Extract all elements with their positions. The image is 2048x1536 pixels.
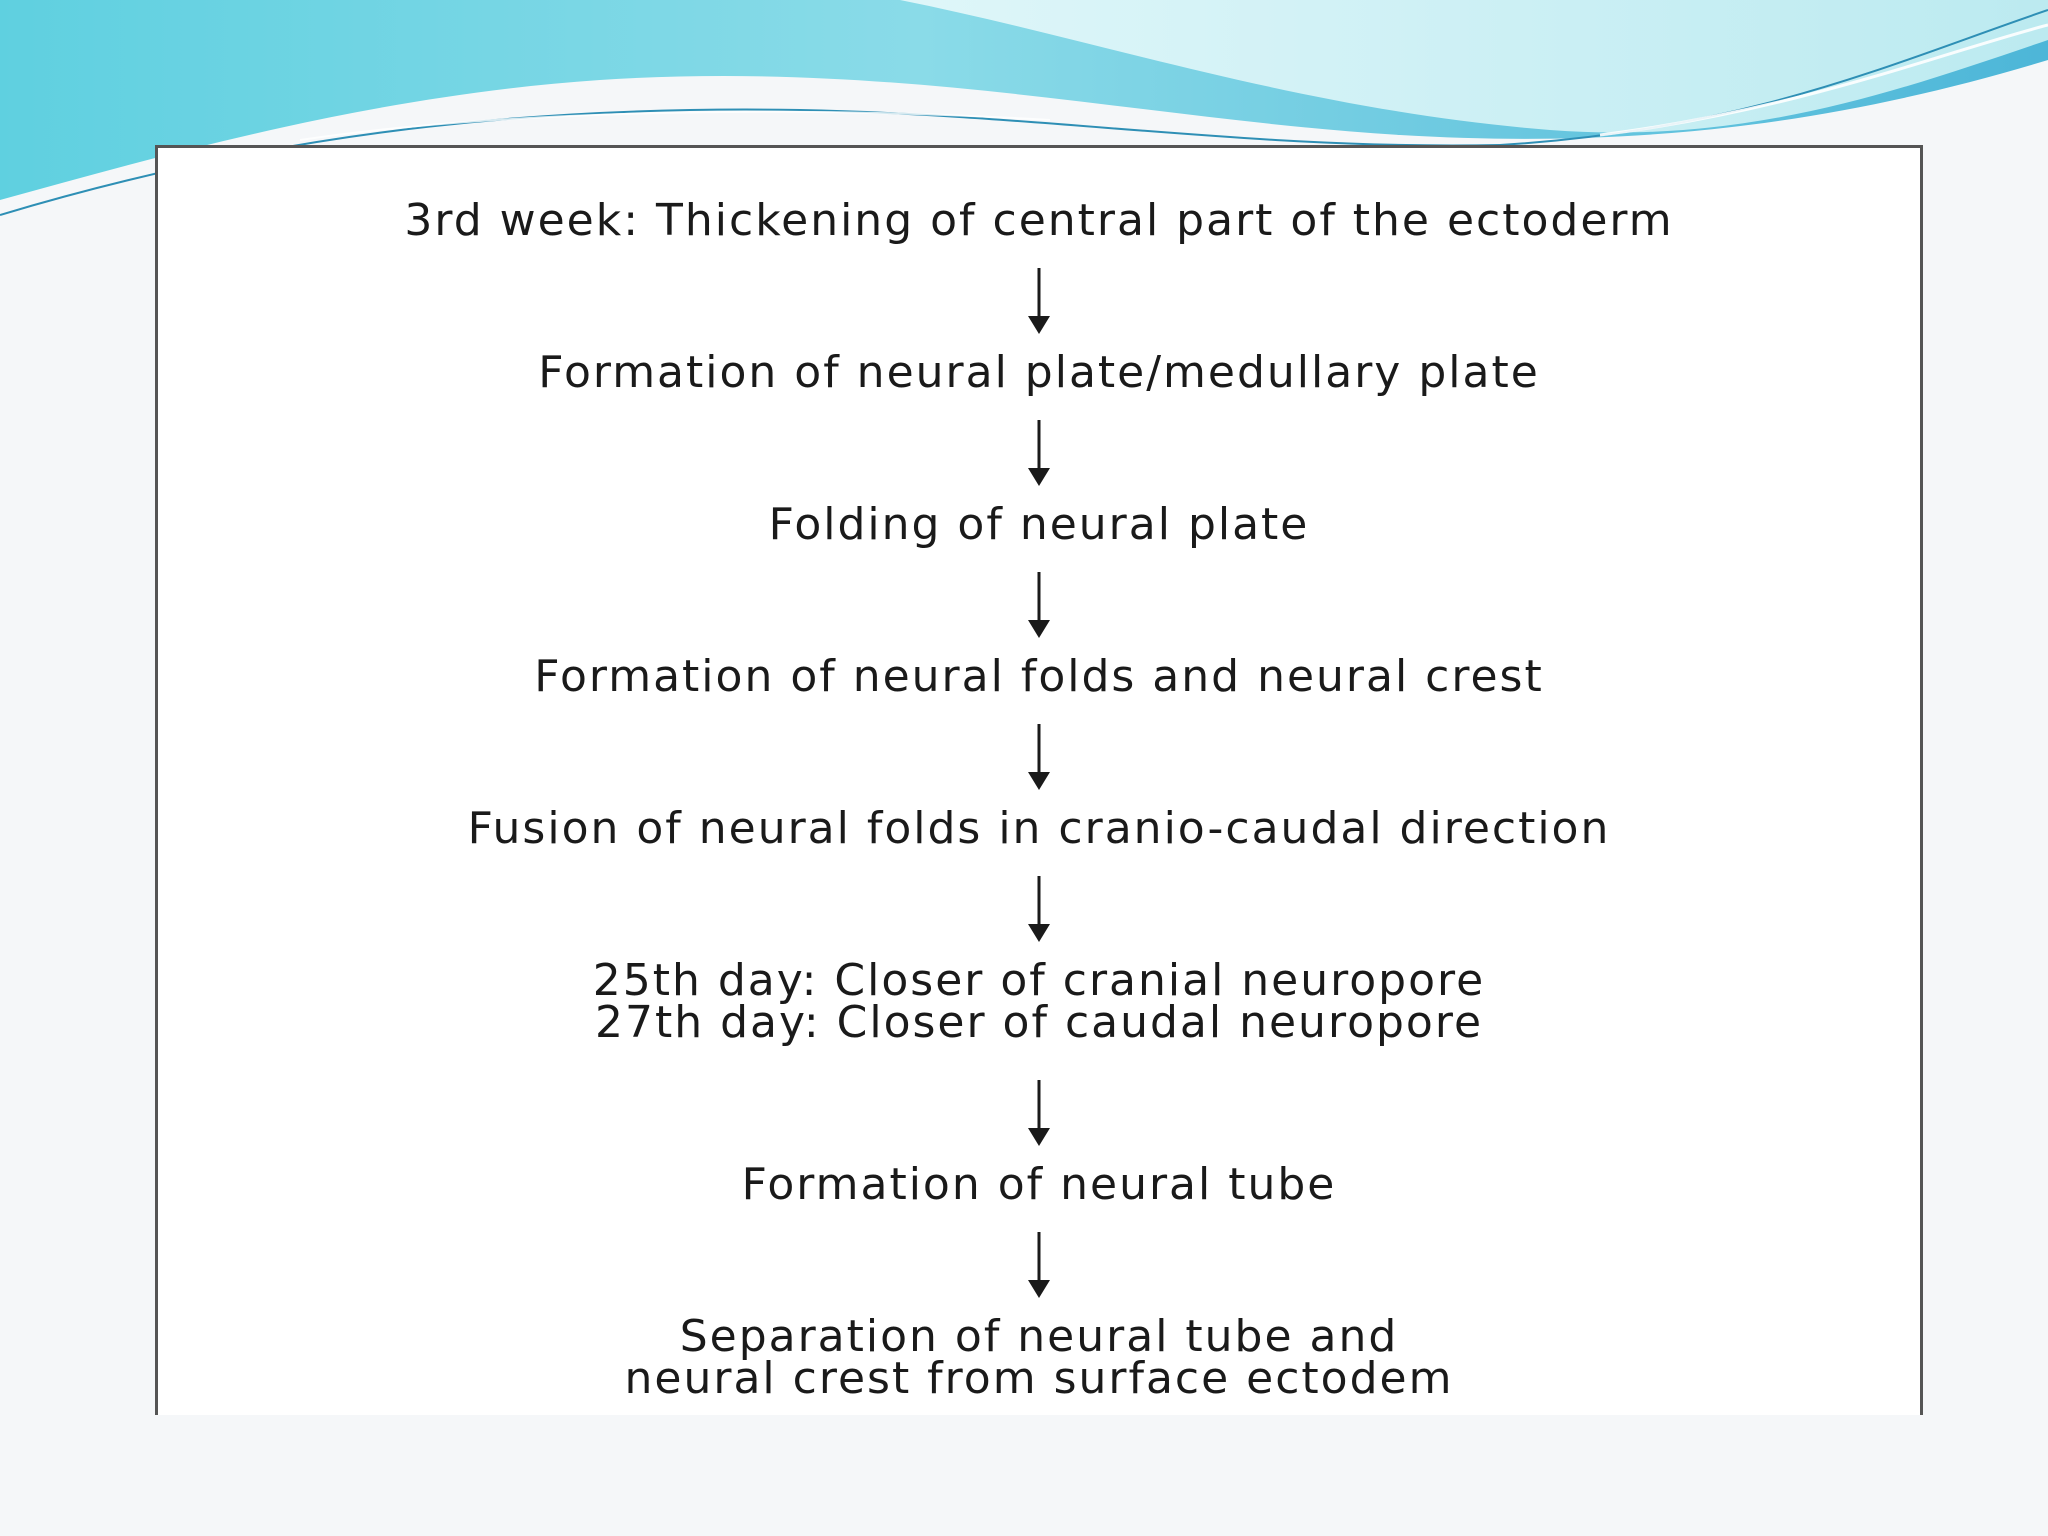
flow-step-6-line-1: 25th day: Closer of cranial neuropore [592, 955, 1486, 1006]
flow-step-2-line-1: Formation of neural plate/medullary plat… [538, 347, 1540, 398]
flow-step-1: 3rd week: Thickening of central part of … [158, 195, 1920, 246]
flow-step-5-line-1: Fusion of neural folds in cranio-caudal … [467, 803, 1611, 854]
flow-step-4: Formation of neural folds and neural cre… [158, 651, 1920, 702]
down-arrow-icon [1028, 268, 1050, 334]
flow-step-4-line-1: Formation of neural folds and neural cre… [534, 651, 1544, 702]
flow-step-2: Formation of neural plate/medullary plat… [158, 347, 1920, 398]
down-arrow-icon [1028, 724, 1050, 790]
flow-step-3-line-1: Folding of neural plate [768, 499, 1310, 550]
flow-step-6-line-2: 27th day: Closer of caudal neuropore [594, 997, 1484, 1048]
flowchart: 3rd week: Thickening of central part of … [158, 148, 1920, 1415]
flow-step-7: Formation of neural tube [158, 1159, 1920, 1210]
flow-step-8-line-1: Separation of neural tube and [679, 1311, 1399, 1362]
down-arrow-icon [1028, 1232, 1050, 1298]
down-arrow-icon [1028, 1080, 1050, 1146]
down-arrow-icon [1028, 420, 1050, 486]
down-arrow-icon [1028, 876, 1050, 942]
flow-step-1-line-1: 3rd week: Thickening of central part of … [404, 195, 1674, 246]
down-arrow-icon [1028, 572, 1050, 638]
flow-step-8-line-2: neural crest from surface ectodem [624, 1353, 1454, 1404]
flowchart-frame: 3rd week: Thickening of central part of … [155, 145, 1923, 1415]
flow-step-3: Folding of neural plate [158, 499, 1920, 550]
flow-step-7-line-1: Formation of neural tube [741, 1159, 1337, 1210]
flow-step-5: Fusion of neural folds in cranio-caudal … [158, 803, 1920, 854]
